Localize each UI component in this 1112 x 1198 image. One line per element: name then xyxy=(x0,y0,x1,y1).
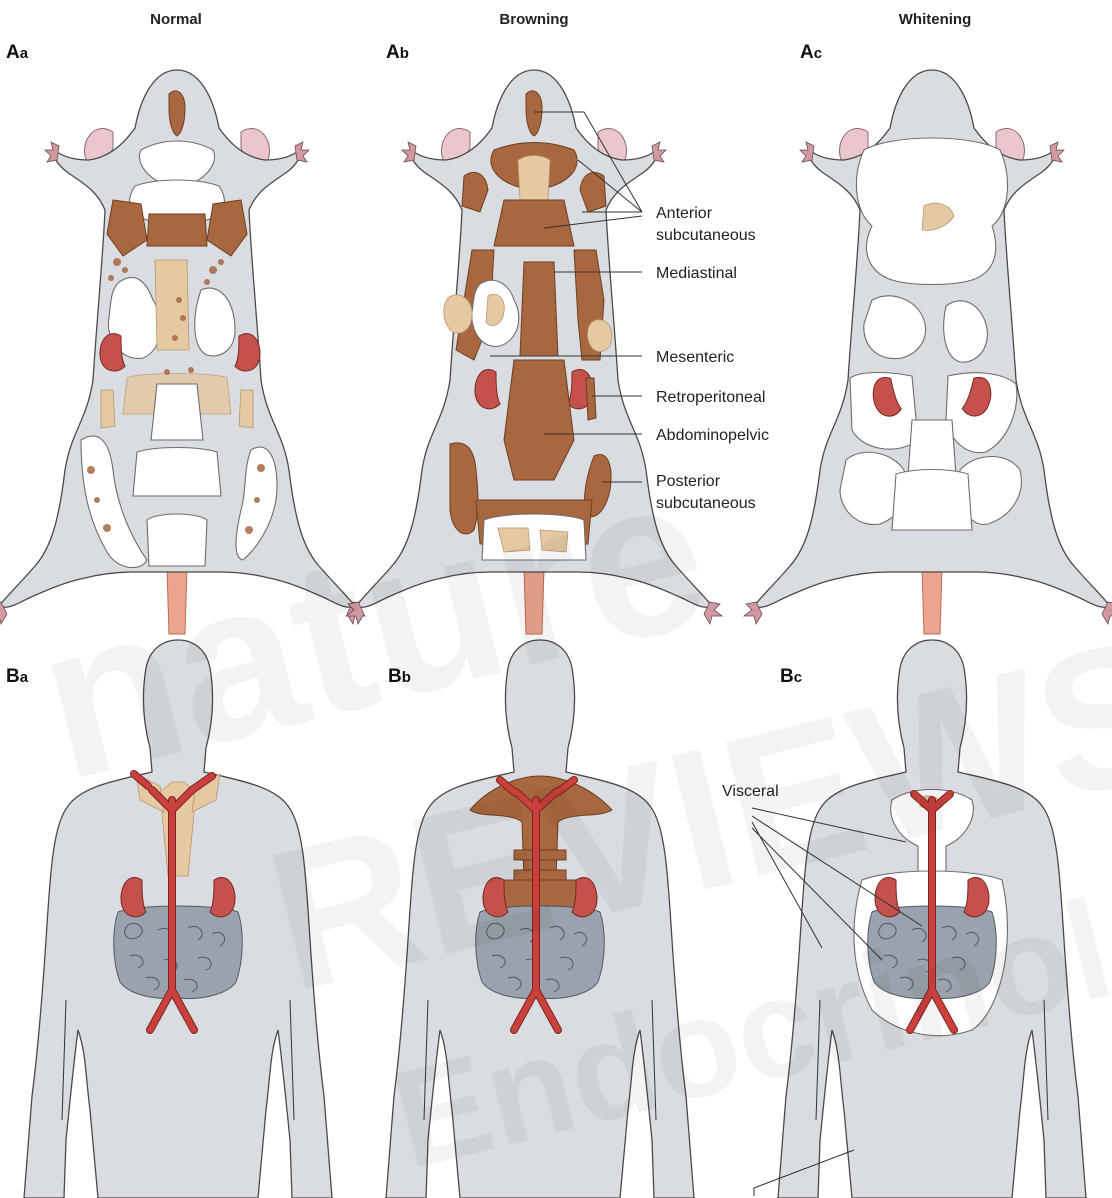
column-title-normal: Normal xyxy=(150,11,202,28)
label-anterior-line1: Anterior xyxy=(656,205,713,222)
label-mediastinal: Mediastinal xyxy=(656,265,737,282)
column-title-browning: Browning xyxy=(499,11,568,28)
panel-label-Aa: Aa xyxy=(6,42,29,63)
column-title-whitening: Whitening xyxy=(899,11,971,28)
panel-label-Ac: Ac xyxy=(800,42,822,63)
label-retroperitoneal: Retroperitoneal xyxy=(656,389,765,406)
panel-label-Ba: Ba xyxy=(6,666,29,687)
label-anterior-line2: subcutaneous xyxy=(656,227,756,244)
label-mesenteric: Mesenteric xyxy=(656,349,734,366)
panel-label-Ab: Ab xyxy=(386,42,409,63)
mouse-whitening xyxy=(744,70,1112,634)
